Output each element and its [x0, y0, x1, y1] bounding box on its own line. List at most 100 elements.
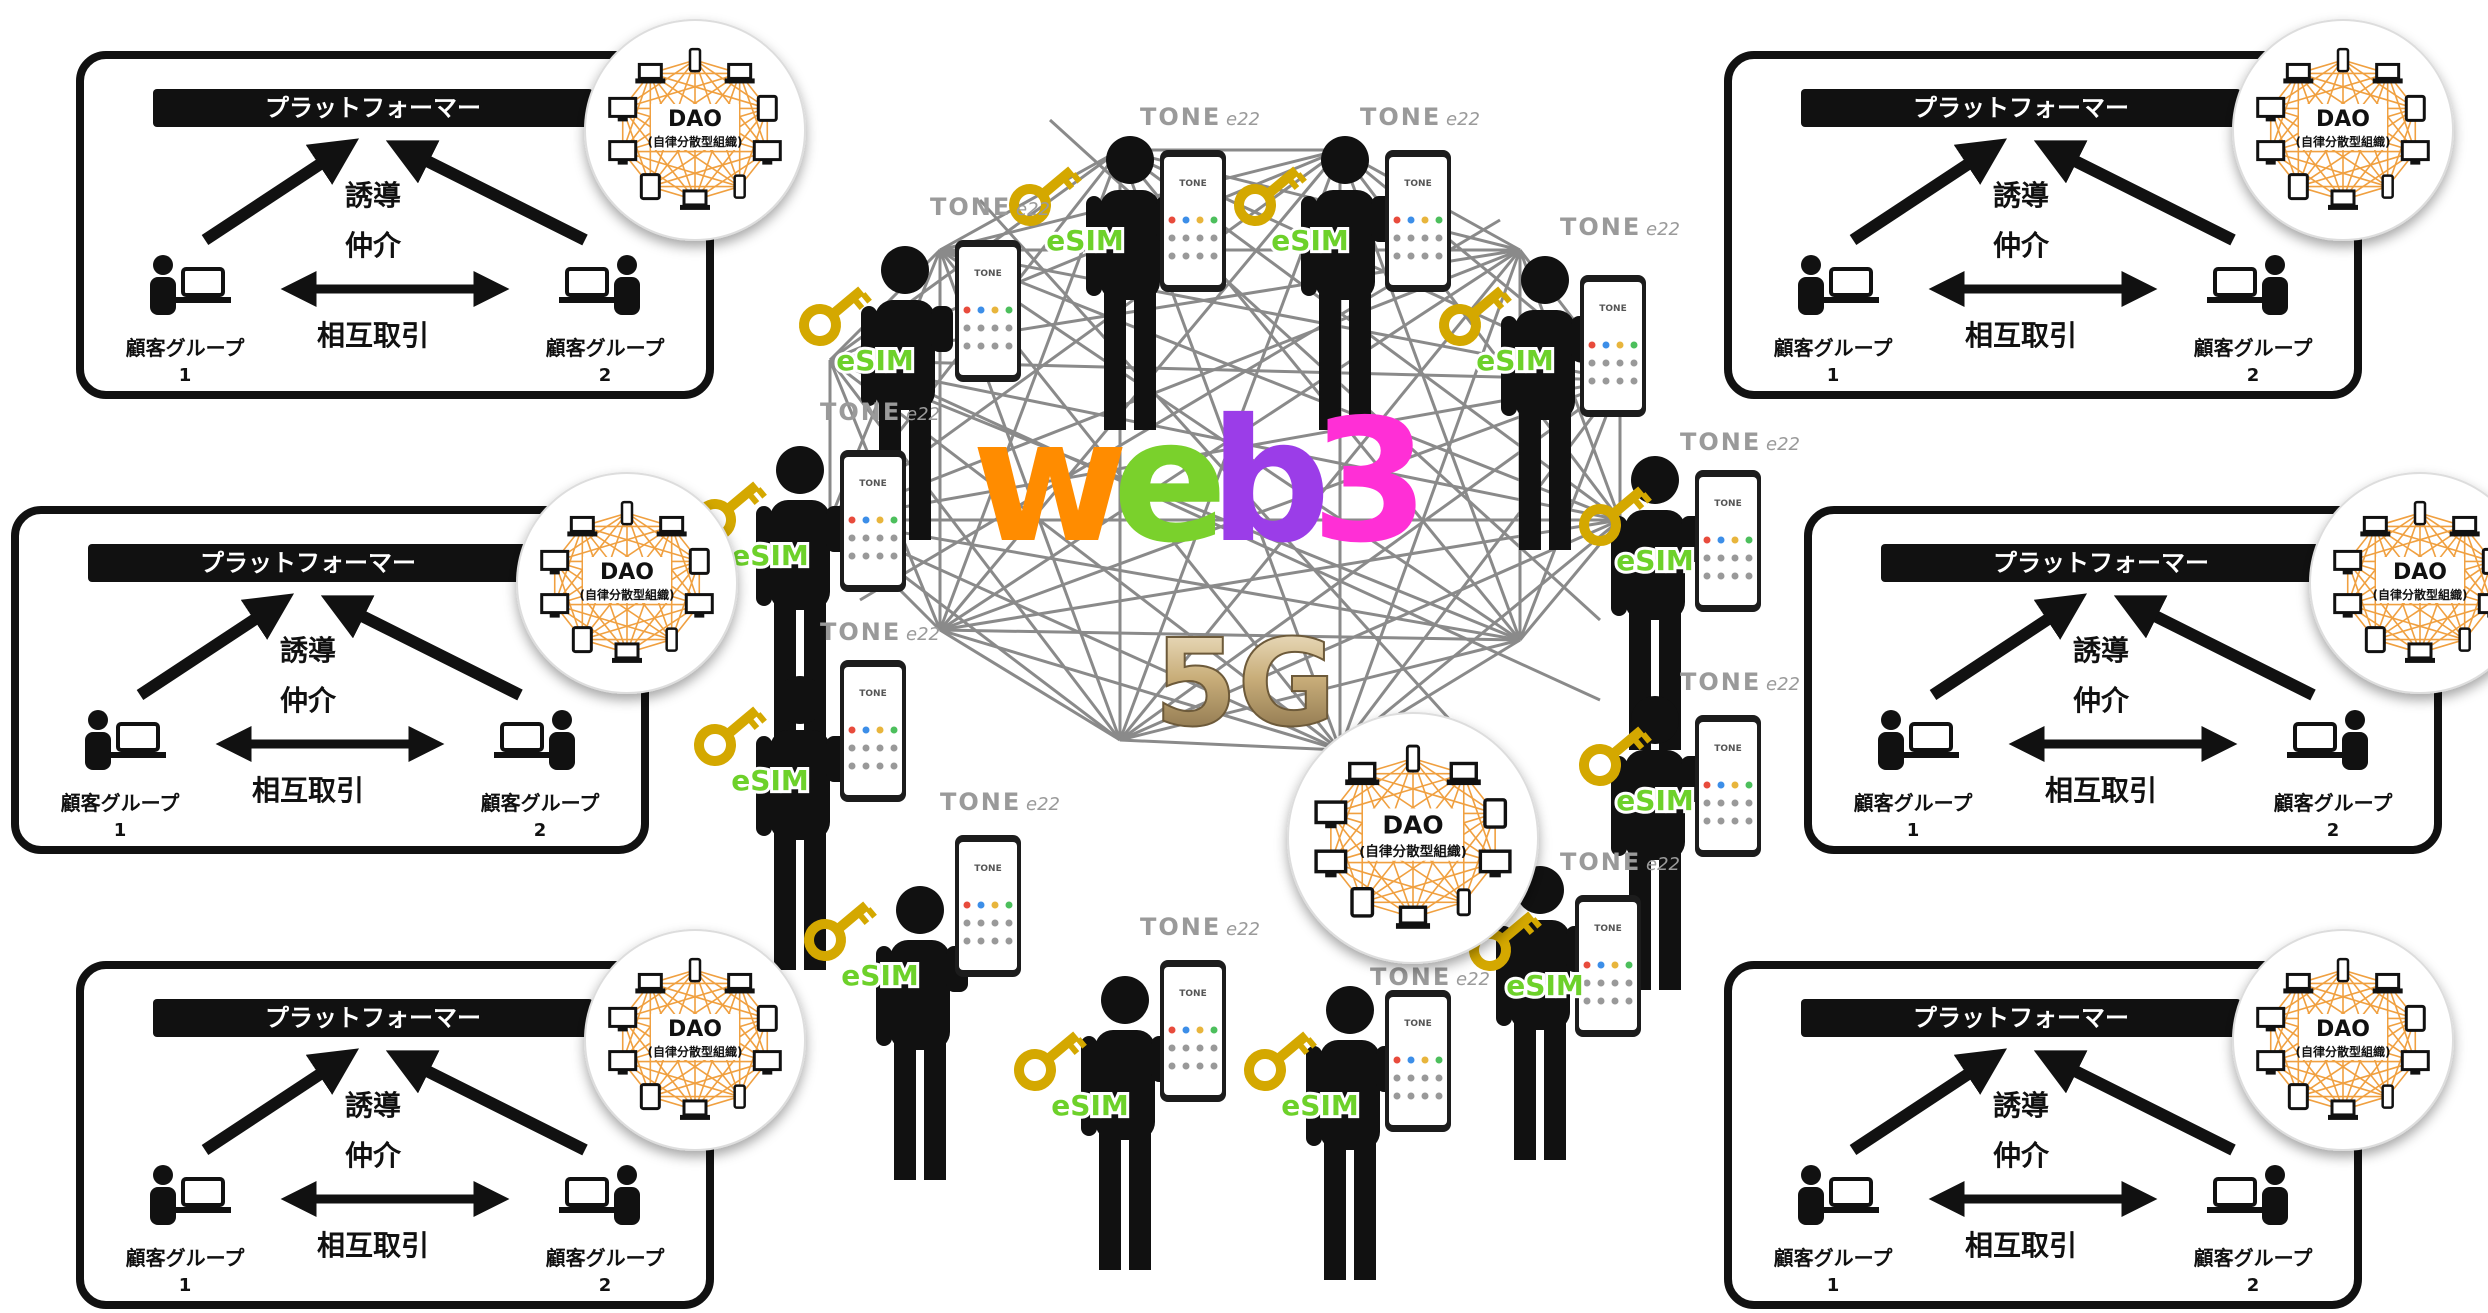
web3-letter: b [1209, 383, 1331, 581]
esim-label: eSIM [1271, 224, 1348, 257]
dao-mesh-line [2375, 605, 2488, 641]
person-torso [1320, 1040, 1380, 1150]
phone-app-dot [1005, 342, 1013, 350]
person-torso [875, 300, 935, 410]
mutual-trade-label: 相互取引 [1965, 319, 2077, 352]
person-at-desk-icon [559, 1165, 640, 1225]
person-torso [1510, 920, 1570, 1030]
key-tooth [1063, 178, 1075, 191]
person-at-desk-icon [1878, 710, 1959, 770]
monitor-screen [608, 1050, 638, 1072]
induce-label: 誘導 [1993, 179, 2049, 212]
phone-app-dot [1602, 359, 1610, 367]
monitor-stand [1325, 822, 1337, 829]
phone-app-dot [1602, 341, 1610, 349]
dao-mesh-line [622, 72, 740, 110]
customer-head [1881, 710, 1901, 730]
phone-app-dot [1210, 1044, 1218, 1052]
phone-app-dot [1731, 554, 1739, 562]
phone-screen-brand: TONE [1714, 744, 1741, 754]
key-tooth [1530, 917, 1542, 929]
monitor-icon [540, 593, 570, 618]
dao-subtitle: (自律分散型組織) [580, 587, 675, 602]
key-icon [1244, 1031, 1317, 1091]
laptop-screen [2407, 642, 2433, 660]
laptop-icon [2372, 62, 2403, 84]
arrow-to-platform-left [201, 1048, 360, 1156]
dao-title: DAO [668, 1017, 722, 1042]
dao-mesh-line [2375, 525, 2488, 561]
dao-mesh-line [2270, 107, 2344, 201]
monitor-stand [2342, 569, 2353, 575]
phone-app-dot [1168, 1044, 1176, 1052]
web3-letter: w [971, 383, 1128, 581]
customer-laptop-screen [181, 267, 225, 297]
induce-label: 誘導 [280, 634, 336, 667]
phone-app-dot [1703, 554, 1711, 562]
phone-app-dot [848, 762, 856, 770]
person-at-desk-icon [2207, 1165, 2288, 1225]
smartphone-icon [1405, 744, 1421, 773]
phone-app-dot [862, 534, 870, 542]
phone-app-dot [977, 324, 985, 332]
mesh-line [829, 378, 1621, 522]
customer-group-1-num: 1 [114, 820, 127, 841]
platformer-bar [1801, 89, 2241, 127]
monitor-screen [2333, 593, 2363, 615]
customer-body [150, 277, 176, 315]
person-leg-right [1349, 280, 1371, 430]
person-silhouette-icon [1306, 986, 1398, 1280]
laptop-screen [682, 1099, 708, 1117]
phone-app-dot [862, 726, 870, 734]
mediate-label: 仲介 [2073, 684, 2130, 717]
person-arm-left [1301, 196, 1317, 296]
phone-app-dot [1717, 554, 1725, 562]
dao-mesh-line [1362, 861, 1496, 904]
phone-app-dot [1393, 1092, 1401, 1100]
phone-app-dot [848, 516, 856, 524]
person-torso [1515, 310, 1575, 420]
phone-app-dot [1182, 1062, 1190, 1070]
phone-app-dot [1630, 341, 1638, 349]
laptop-base [680, 204, 710, 210]
person-at-desk-icon [150, 255, 231, 315]
phone-app-dot [991, 919, 999, 927]
laptop-base [635, 78, 666, 84]
person-leg-left [1514, 1010, 1536, 1160]
person-torso [1095, 1030, 1155, 1140]
dao-mesh-line [622, 1017, 696, 1111]
phone-app-dot [1583, 961, 1591, 969]
laptop-base [2372, 988, 2403, 994]
person-head [1321, 136, 1369, 184]
phone-app-dot [1703, 572, 1711, 580]
smartphone-icon: TONE [840, 660, 906, 802]
phone-app-dot [1625, 961, 1633, 969]
monitor-icon [608, 1050, 638, 1075]
person-torso [1315, 190, 1375, 300]
monitor-stand [762, 159, 773, 165]
phone-app-dot [1168, 234, 1176, 242]
phone-app-dot [963, 937, 971, 945]
customer-body [1798, 277, 1824, 315]
key-icon [1234, 166, 1307, 226]
phone-app-dot [1005, 306, 1013, 314]
customer-group-1-num: 1 [179, 1275, 192, 1296]
customer-group-2-label: 顧客グループ [2194, 1246, 2314, 1270]
person-torso [770, 500, 830, 610]
laptop-icon [680, 1099, 710, 1120]
esim-label: eSIM [1616, 784, 1693, 817]
phone-app-dot [1611, 961, 1619, 969]
monitor-stand [617, 159, 628, 165]
key-tooth [1523, 923, 1535, 936]
laptop-screen [2375, 62, 2401, 80]
phone-app-dot [1745, 554, 1753, 562]
